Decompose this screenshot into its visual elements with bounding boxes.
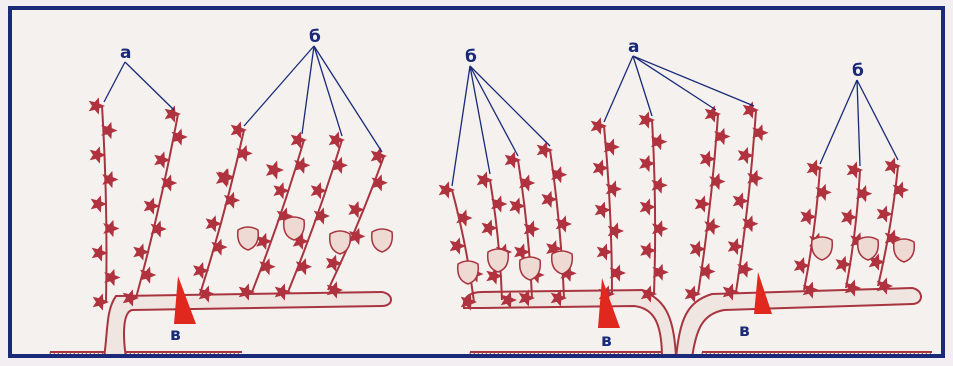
- leaf-rosette: [885, 157, 901, 174]
- pointer-line: [820, 80, 857, 164]
- leaf-rosette: [231, 121, 247, 138]
- pointer-line: [244, 46, 314, 126]
- leaf-rosette: [193, 262, 209, 279]
- strawberry: [488, 249, 509, 272]
- strawberry: [238, 227, 259, 250]
- runner-stolon: [464, 290, 676, 358]
- pointer-line: [470, 66, 518, 156]
- leaf-rosette: [640, 198, 656, 215]
- leaf-rosette: [329, 131, 345, 148]
- leaf-rosette: [595, 201, 611, 218]
- strawberry: [858, 237, 879, 260]
- ground-lines: [50, 352, 932, 358]
- strawberry: [812, 237, 833, 260]
- pointer-line: [633, 56, 754, 106]
- stem: [878, 166, 898, 286]
- stem: [328, 156, 384, 290]
- leaf-rosette: [371, 147, 387, 164]
- leaf-rosette: [291, 131, 307, 148]
- label-b-right-1: б: [465, 47, 477, 67]
- pointer-line: [314, 46, 342, 136]
- diagram-canvas: а б в б а б в в: [12, 10, 945, 358]
- label-b-right-2: б: [852, 61, 864, 81]
- pointer-line: [633, 56, 652, 116]
- label-b-left: б: [309, 27, 321, 47]
- label-v-right-1: в: [601, 331, 612, 351]
- pointer-line: [857, 80, 898, 160]
- label-a-left: а: [120, 43, 131, 63]
- strawberry-fruits: [238, 217, 915, 284]
- runner-stolon: [676, 288, 921, 358]
- pointer-line: [452, 66, 470, 186]
- runner-stolon: [104, 292, 391, 358]
- pointer-line: [633, 56, 716, 110]
- leaf-rosette: [348, 201, 364, 218]
- leaf-rosette: [266, 161, 284, 180]
- pointer-line: [604, 56, 633, 122]
- stem: [846, 170, 860, 288]
- plant-leaves: [89, 97, 909, 310]
- pointer-line: [104, 62, 125, 102]
- label-pointer-lines: [104, 46, 898, 186]
- label-v-right-2: в: [739, 321, 750, 341]
- strawberry: [372, 229, 393, 252]
- pointer-line: [857, 80, 860, 166]
- leaf-rosette: [326, 255, 342, 272]
- label-v-left: в: [170, 325, 181, 345]
- label-a-right: а: [628, 37, 639, 57]
- strawberry: [458, 261, 479, 284]
- stem: [200, 130, 244, 294]
- diagram-panel: а б в б а б в в: [8, 6, 945, 358]
- pointer-line: [302, 46, 314, 134]
- leaf-rosette: [91, 195, 107, 212]
- pointer-line: [314, 46, 382, 152]
- stem: [804, 168, 820, 290]
- strawberry: [894, 239, 915, 262]
- pointer-line: [125, 62, 174, 110]
